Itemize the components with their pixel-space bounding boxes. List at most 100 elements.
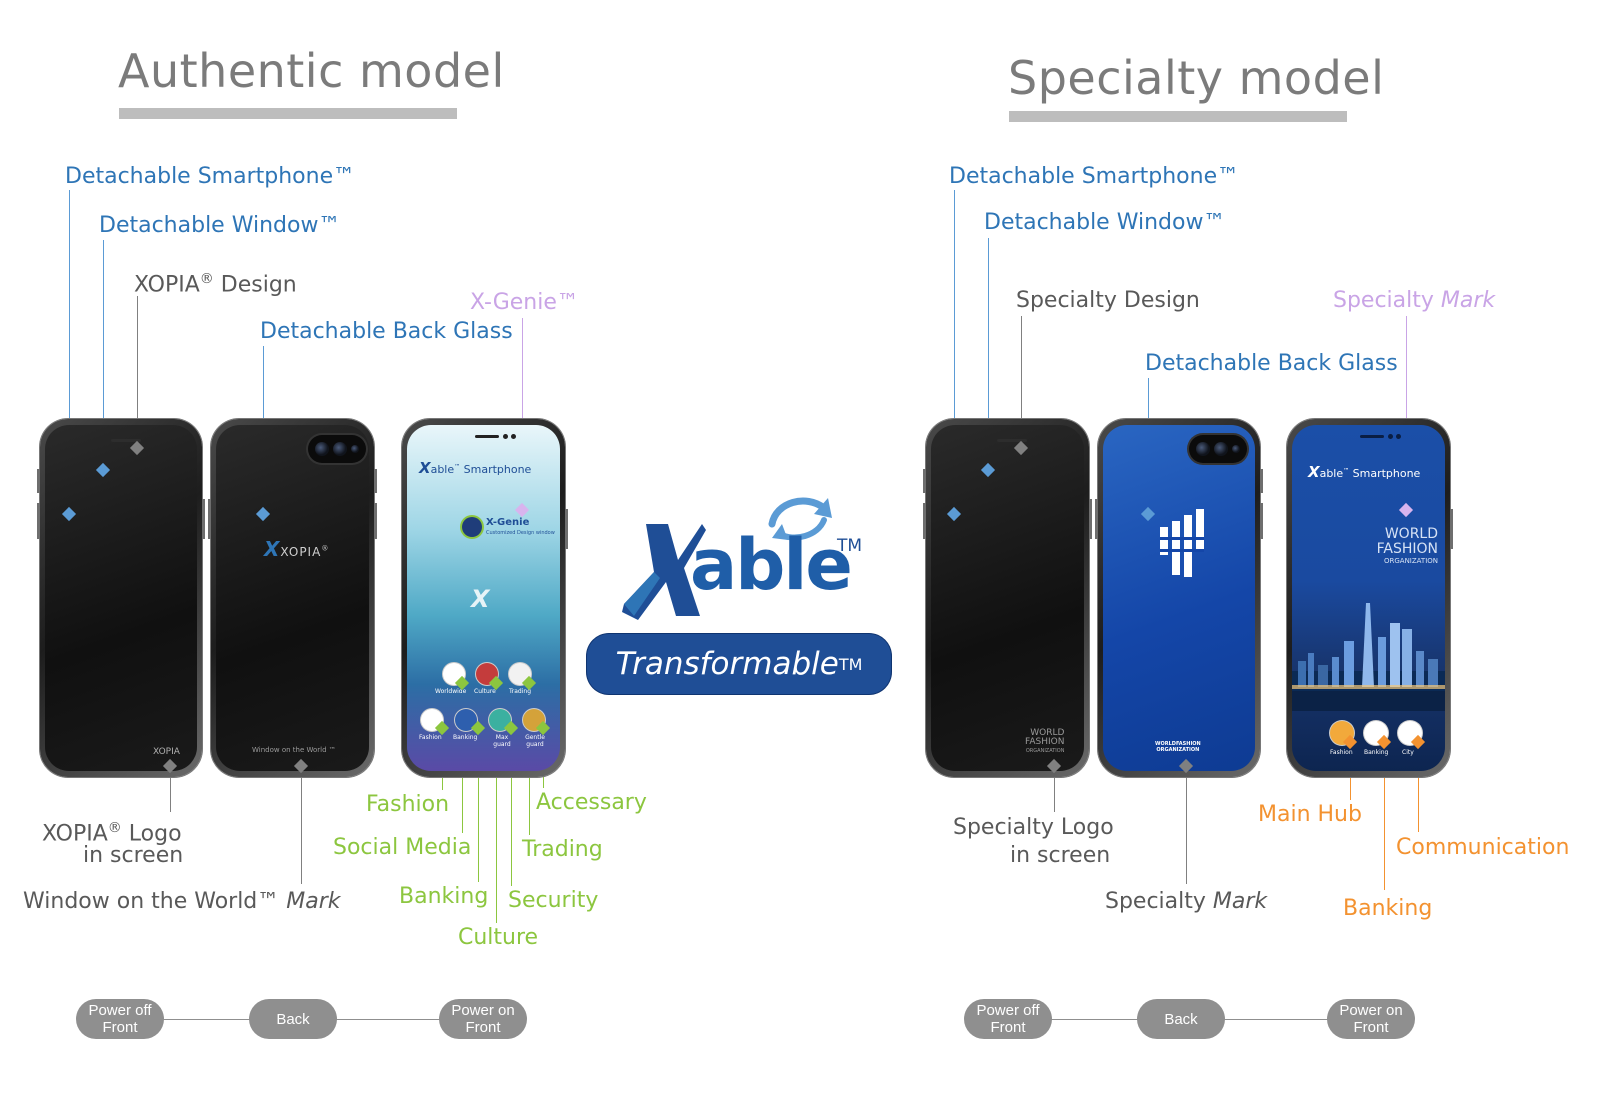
side-button [1260, 503, 1263, 539]
label-trading: Trading [522, 837, 603, 862]
xable-x-icon: X [419, 459, 431, 477]
camera-module [308, 435, 366, 463]
registered-mark: ® [107, 820, 122, 836]
app-label: Trading [509, 688, 532, 695]
x-genie-subtitle: Customized Design window [486, 530, 555, 536]
side-button [565, 509, 568, 549]
dot-icon [1396, 434, 1401, 439]
wfo-screen-logo: WORLD FASHION ORGANIZATION [1025, 729, 1064, 756]
camera-lens-icon [1196, 442, 1210, 456]
flow-label: Power on Front [1339, 1002, 1403, 1036]
flow-label: Power off Front [976, 1002, 1040, 1036]
wfo-screen-title: WORLD FASHION ORGANIZATION [1362, 527, 1438, 566]
label-fashion: Fashion [366, 792, 450, 817]
xable-x-icon: X [1308, 463, 1320, 481]
registered-mark: ® [321, 544, 330, 553]
leader-line [954, 190, 955, 514]
wfo-title-line: WORLD [1384, 526, 1438, 542]
wfo-back-mark: WORLDFASHION ORGANIZATION [1155, 741, 1201, 753]
flash-icon [351, 445, 359, 453]
camera-module [1189, 435, 1247, 463]
label-banking: Banking [399, 884, 489, 909]
brand-name: able [430, 463, 455, 476]
city-skyline-image [1292, 603, 1445, 711]
leader-line [1418, 742, 1419, 832]
dot-icon [1388, 434, 1393, 439]
status-dots [503, 434, 519, 439]
flash-icon [1232, 445, 1240, 453]
leader-line [511, 728, 512, 886]
label-xopia-design-suffix: Design [220, 272, 297, 298]
wfo-mark-line: WORLDFASHION [1155, 741, 1201, 747]
label-security: Security [508, 888, 599, 913]
speaker-notch [475, 435, 499, 438]
brand-tm: ™ [454, 463, 461, 471]
side-button [1450, 509, 1453, 549]
app-label: Fashion [419, 734, 442, 741]
label-detachable-back-glass: Detachable Back Glass [260, 319, 513, 344]
wfo-title-line: ORGANIZATION [1383, 557, 1438, 565]
wfo-title-line: FASHION [1376, 541, 1438, 557]
side-button [208, 499, 211, 539]
flow-back[interactable]: Back [249, 999, 337, 1039]
dot-icon [511, 434, 516, 439]
flow-power-on-front[interactable]: Power on Front [439, 999, 527, 1039]
xopia-logo-x-icon: X [264, 537, 281, 561]
camera-lens-icon [333, 442, 347, 456]
speaker-notch [997, 439, 1027, 442]
side-button [1095, 499, 1098, 539]
app-label: Culture [474, 688, 496, 695]
flow-back[interactable]: Back [1137, 999, 1225, 1039]
phone-back-glass: WORLDFASHION ORGANIZATION [1103, 425, 1255, 771]
window-on-the-world-mark: Window on the World ™ [252, 746, 336, 754]
camera-lens-icon [1214, 442, 1228, 456]
label-accessary: Accessary [536, 790, 647, 815]
brand-tm: ™ [1343, 467, 1350, 475]
label-xopia-design-name: XOPIA [134, 272, 200, 298]
wfo-mark-line: ORGANIZATION [1156, 747, 1200, 753]
flow-power-off-front[interactable]: Power off Front [76, 999, 164, 1039]
app-label: Gentle guard [525, 734, 545, 748]
app-label: Banking [453, 734, 478, 741]
label-specialty-mark: Specialty Mark [1333, 288, 1495, 314]
xable-logo-text: able [690, 524, 853, 606]
status-dots [1388, 434, 1404, 439]
specialty-model-title: Specialty model [1008, 51, 1385, 105]
app-label: Banking [1364, 749, 1389, 756]
phone-specialty-power-on: Xable™ Smartphone WORLD FASHION ORGANIZA… [1287, 419, 1453, 777]
phone-screen: XOPIA [45, 425, 197, 771]
xable-smartphone-brand: Xable™ Smartphone [419, 459, 531, 477]
label-xopia-logo-name: XOPIA [42, 821, 108, 847]
phone-screen: Xable™ Smartphone X-Genie Customized Des… [407, 425, 560, 771]
label-specialty-mark-bottom: Specialty Mark [1105, 889, 1267, 915]
transform-arrows-icon [768, 497, 832, 541]
wfo-line: ORGANIZATION [1025, 748, 1065, 754]
label-specialty-design: Specialty Design [1016, 288, 1200, 313]
phone-back-glass: XXOPIA® Window on the World ™ [216, 425, 369, 771]
xable-logo-tm: TM [837, 536, 863, 556]
flow-power-on-front[interactable]: Power on Front [1327, 999, 1415, 1039]
label-main-hub: Main Hub [1258, 802, 1362, 827]
flow-power-off-front[interactable]: Power off Front [964, 999, 1052, 1039]
flow-label: Power on Front [451, 1002, 515, 1036]
specialty-model-underline [1009, 111, 1347, 122]
leader-line [170, 766, 171, 812]
phone-specialty-power-off: WORLD FASHION ORGANIZATION [923, 419, 1092, 777]
side-button [923, 503, 926, 539]
xable-smartphone-brand: Xable™ Smartphone [1308, 463, 1420, 481]
label-detachable-window: Detachable Window™ [99, 213, 341, 238]
wfo-bars-mark-icon [1160, 509, 1204, 577]
label-specialty-mark-prefix: Specialty [1333, 288, 1434, 313]
flow-label: Back [276, 1010, 310, 1028]
phone-authentic-power-off: XOPIA [37, 419, 205, 777]
side-button [374, 469, 377, 493]
app-label: Max guard [493, 734, 511, 748]
brand-name: able [1319, 467, 1344, 480]
phone-authentic-power-on: Xable™ Smartphone X-Genie Customized Des… [402, 419, 568, 777]
phone-screen: WORLD FASHION ORGANIZATION [931, 425, 1084, 771]
xopia-screen-logo: XOPIA [153, 747, 180, 757]
label-specialty-mark-bottom-prefix: Specialty [1105, 889, 1206, 914]
label-window-mark: Window on the World™ Mark [23, 889, 341, 915]
label-detachable-back-glass: Detachable Back Glass [1145, 351, 1398, 376]
